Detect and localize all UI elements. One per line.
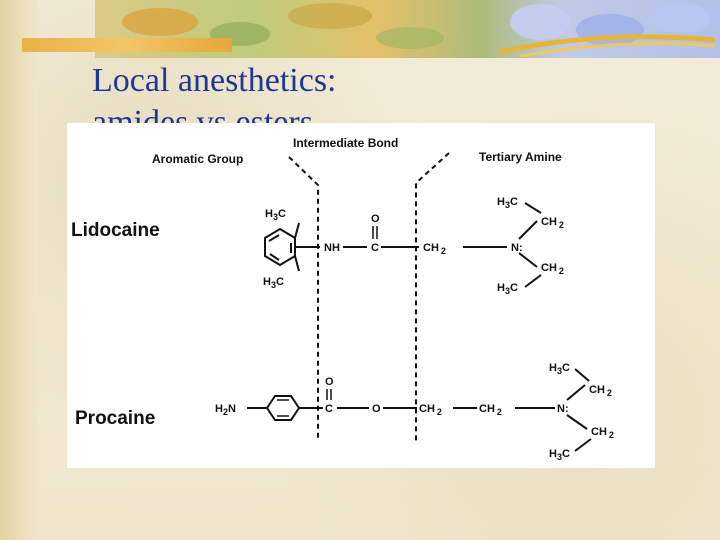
procaine-carbonyl-o: O [325, 376, 334, 388]
ring-double-bond [268, 234, 280, 242]
lidocaine-carbonyl-o: O [371, 213, 380, 225]
lidocaine-ethyl-bottom-ch3: H3C [497, 282, 518, 296]
tertiary-amine-label: Tertiary Amine [479, 150, 562, 164]
lidocaine-nh: NH [324, 242, 340, 254]
banner-gold-bar [22, 38, 232, 52]
aromatic-group-label: Aromatic Group [152, 152, 243, 166]
floral-banner [95, 0, 720, 58]
procaine-amine-n: N: [557, 403, 569, 415]
leaf-shape [288, 3, 372, 29]
leaf-shape [376, 27, 444, 49]
flower-shape [510, 4, 570, 40]
lidocaine-methyl-top: H3C [265, 208, 286, 222]
lidocaine-ethyl-top-ch3: H3C [497, 196, 518, 210]
procaine-label: Procaine [75, 408, 155, 429]
lidocaine-label: Lidocaine [71, 220, 160, 241]
chemical-structure-diagram: Aromatic Group Intermediate Bond Tertiar… [67, 123, 655, 468]
leaf-shape [122, 8, 198, 36]
slide-title: Local anesthetics: [92, 62, 337, 99]
bond [566, 384, 586, 401]
flower-shape [650, 3, 710, 33]
procaine-ethyl-bottom-ch3: H3C [549, 448, 570, 462]
bond [518, 220, 538, 240]
bond [518, 252, 538, 268]
bond [574, 368, 590, 382]
procaine-carbonyl-c: C [325, 403, 333, 415]
bond [524, 202, 542, 214]
procaine-amino-group: H2N [215, 403, 236, 417]
intermediate-bond-label: Intermediate Bond [293, 136, 398, 150]
gold-swoosh [499, 34, 716, 55]
lidocaine-amine-n: N: [511, 242, 523, 254]
structure-svg: Aromatic Group Intermediate Bond Tertiar… [71, 136, 614, 462]
bond [566, 414, 588, 430]
bond [524, 274, 542, 288]
bond [294, 255, 300, 272]
divider-line-left [288, 156, 319, 441]
slide-subtitle-partial: amides vs esters [92, 104, 313, 123]
divider-line-right [415, 152, 450, 441]
procaine-ester-o: O [372, 403, 381, 415]
bond [574, 438, 592, 452]
left-texture-strip [0, 0, 38, 540]
lidocaine-carbonyl-c: C [371, 242, 379, 254]
gold-swoosh [519, 42, 716, 58]
bond [294, 222, 300, 239]
procaine-ethyl-top-ch3: H3C [549, 362, 570, 376]
ring-double-bond [269, 253, 280, 261]
lidocaine-methyl-bottom: H3C [263, 276, 284, 290]
